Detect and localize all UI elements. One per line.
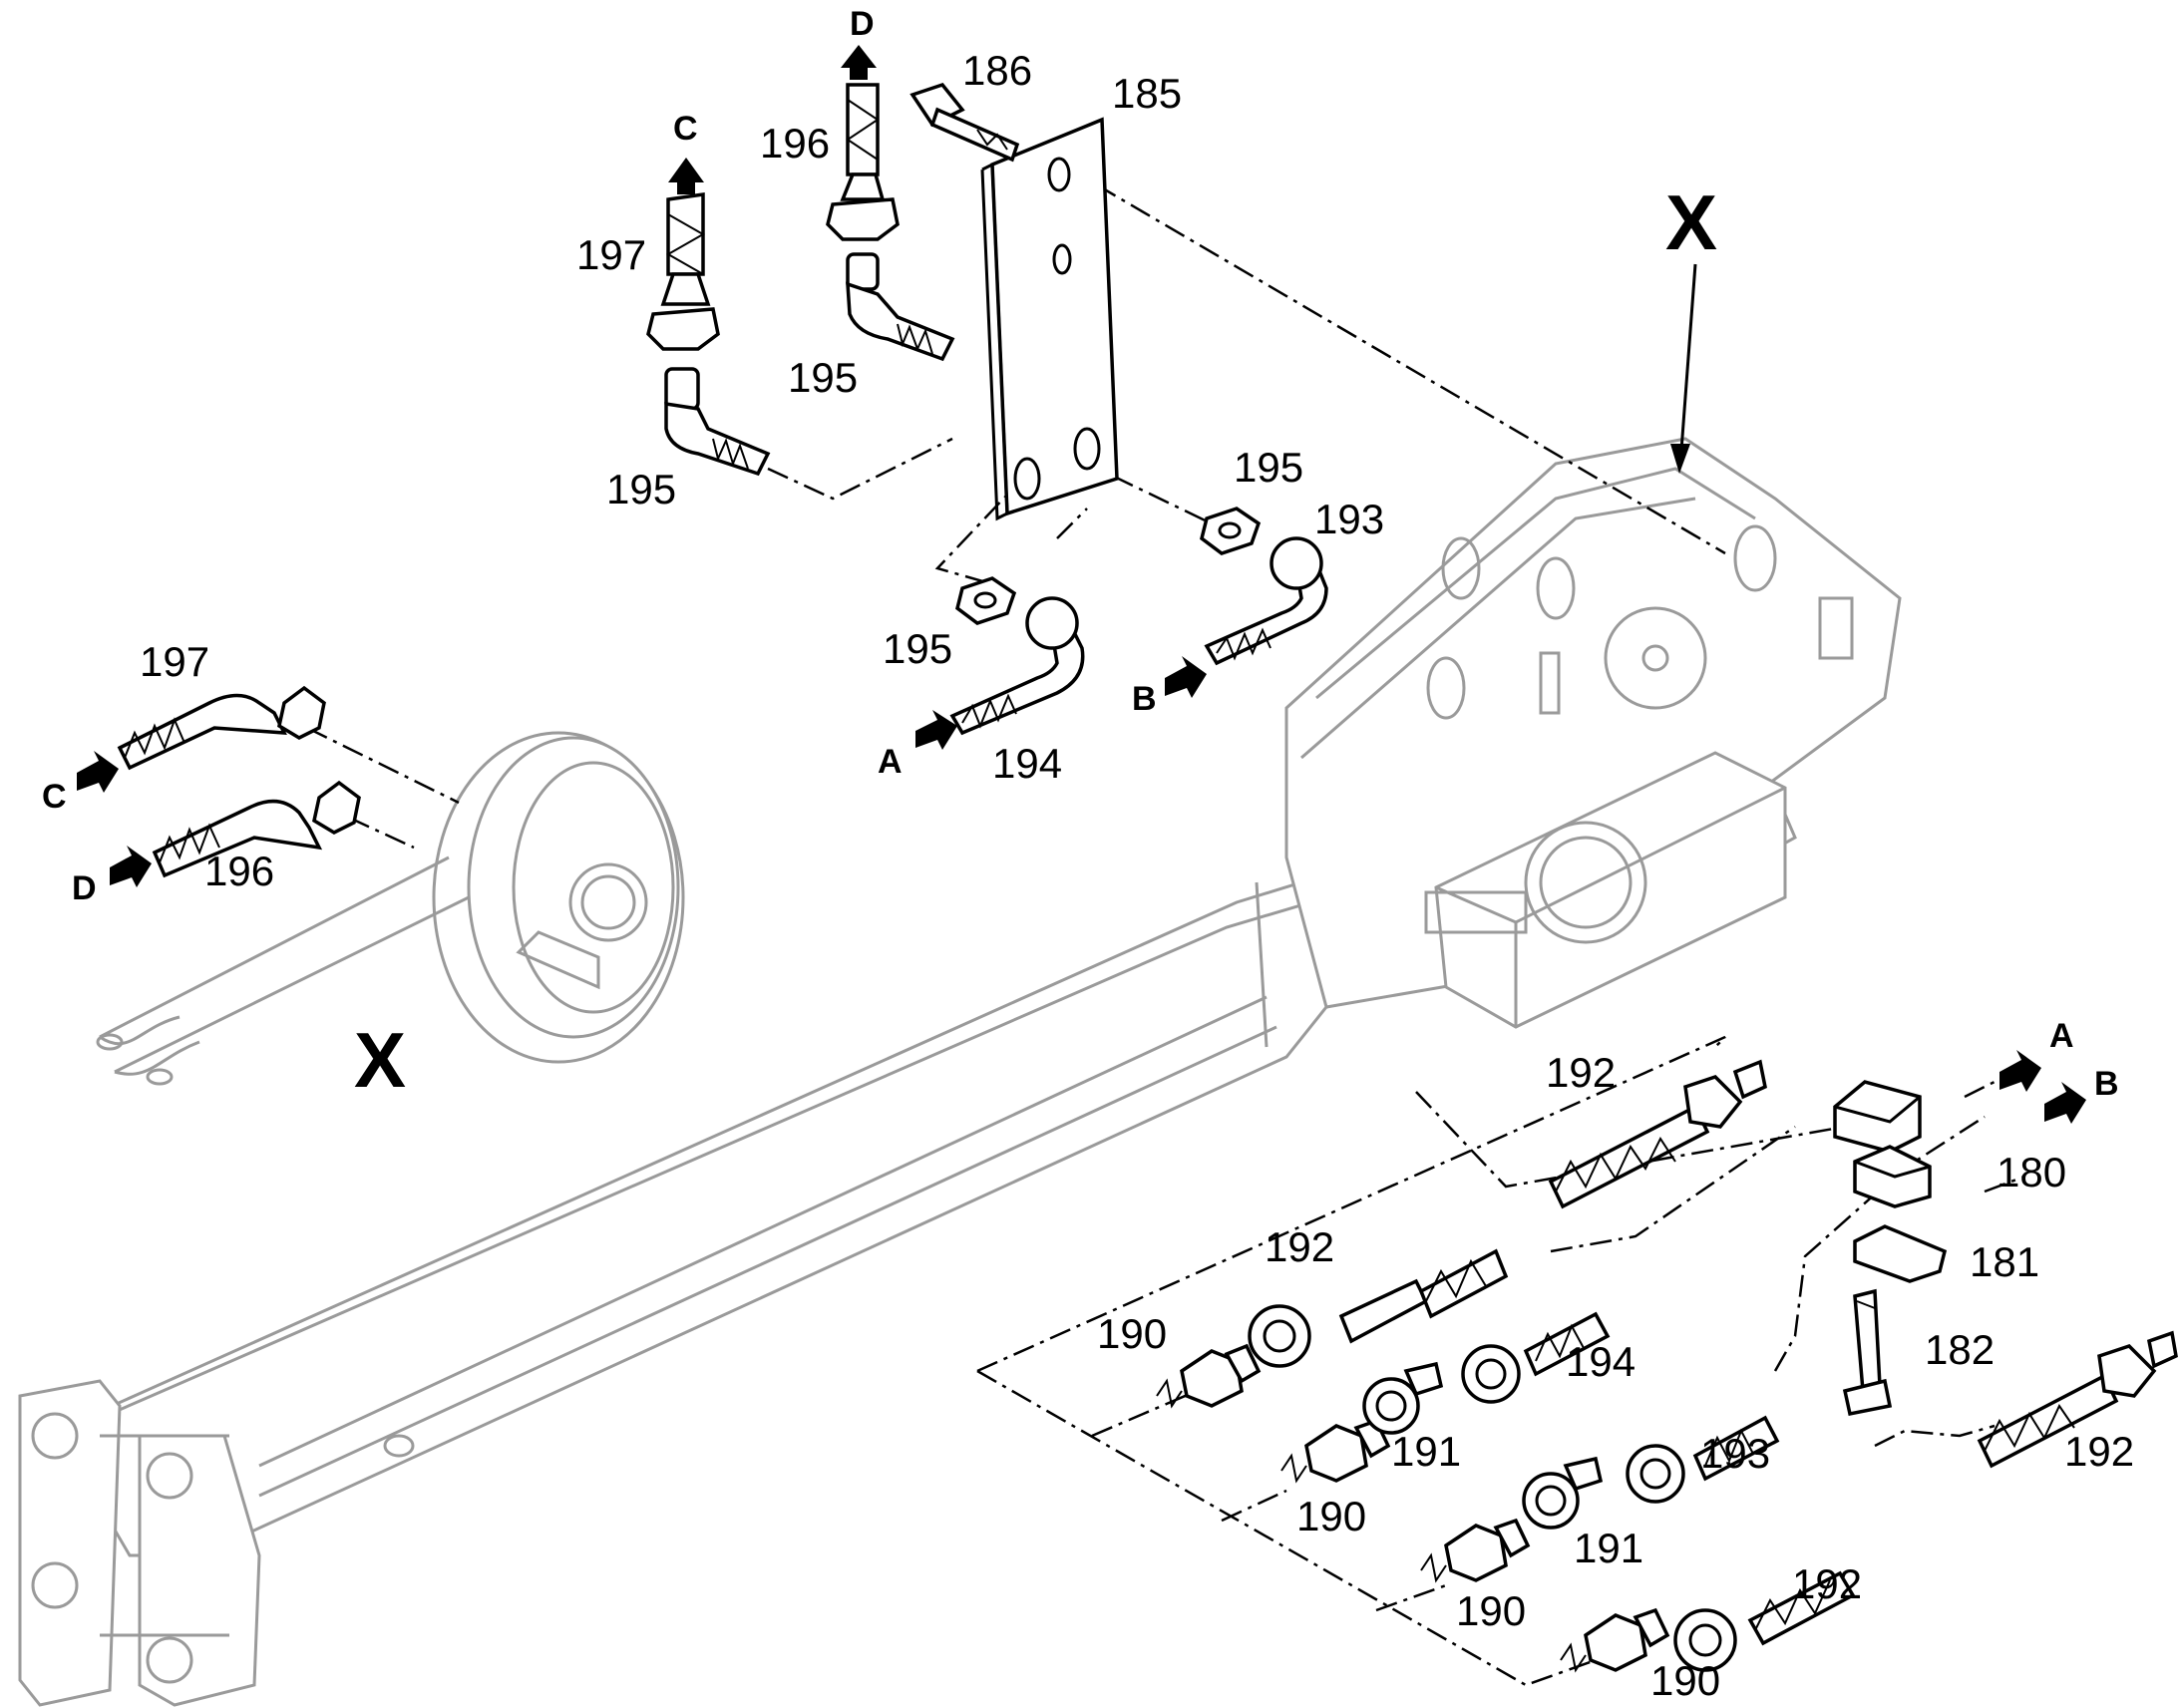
fitting-190-b [1280, 1418, 1391, 1484]
letter-c-top: C [673, 110, 698, 148]
hose-193-lower [1626, 1415, 1780, 1504]
top-hose-197 [646, 191, 720, 351]
callout-194-bot: 194 [1566, 1338, 1635, 1385]
elbow-195-top [846, 252, 955, 362]
callout-190-b: 190 [1296, 1493, 1366, 1539]
callout-182: 182 [1925, 1326, 1995, 1373]
letter-d-top: D [850, 5, 875, 43]
plate-181 [1853, 1224, 1948, 1283]
hose-194-lower [1461, 1311, 1611, 1404]
letter-c-left: C [42, 778, 67, 816]
letter-a-right: A [2049, 1017, 2074, 1055]
top-hose-196 [826, 83, 900, 241]
bolt-186 [909, 82, 1020, 163]
letter-b-right: B [2094, 1065, 2119, 1103]
callout-193-top: 193 [1314, 496, 1384, 542]
pulley-detail [96, 731, 685, 1086]
letter-b-mid: B [1132, 680, 1157, 718]
fitting-191-b [1522, 1456, 1604, 1530]
clamp-180 [1833, 1080, 1932, 1208]
nut-195-right [1200, 507, 1262, 555]
callout-196-top: 196 [760, 120, 830, 167]
hose-197-left [117, 685, 326, 771]
hose-192-right [1977, 1330, 2178, 1469]
callout-195-mid: 195 [883, 625, 952, 672]
hose-194-mid [949, 596, 1085, 736]
hose-192-lower [1673, 1570, 1856, 1672]
nut-195-mid [955, 576, 1017, 625]
view-label-x-pulley: X [354, 1016, 406, 1104]
callout-195-right: 195 [1234, 444, 1303, 491]
boom-frame [18, 437, 1902, 1707]
bracket-plate-185 [980, 117, 1119, 521]
callout-193-bot: 193 [1700, 1430, 1770, 1477]
callout-190-c: 190 [1456, 1587, 1526, 1634]
callout-192-a: 192 [1546, 1049, 1616, 1096]
connection-arrows [77, 45, 2086, 1124]
callout-186: 186 [962, 47, 1032, 94]
bolt-182 [1842, 1288, 1893, 1417]
callout-181: 181 [1970, 1238, 2039, 1285]
callout-191-a: 191 [1391, 1428, 1461, 1475]
callout-197-left: 197 [140, 638, 209, 685]
fitting-191-a [1362, 1361, 1444, 1435]
callout-190-d: 190 [1650, 1657, 1720, 1704]
callout-194-top: 194 [992, 740, 1062, 787]
callout-192-c: 192 [2064, 1428, 2134, 1475]
elbow-195-left [664, 367, 771, 477]
fitting-190-c [1420, 1518, 1531, 1583]
callout-185: 185 [1112, 70, 1182, 117]
callout-191-b: 191 [1574, 1525, 1643, 1571]
view-label-x-top: X [1665, 178, 1717, 266]
fitting-190-d [1560, 1607, 1670, 1673]
callout-190-a: 190 [1097, 1310, 1167, 1357]
letter-a-mid: A [878, 743, 903, 781]
hose-196-left [152, 780, 361, 878]
callout-197-top: 197 [576, 231, 646, 278]
callout-192-d: 192 [1792, 1560, 1862, 1607]
x-pointer-arrow [1670, 444, 1690, 474]
hose-192-upper [1548, 1059, 1767, 1209]
hose-193-mid [1204, 536, 1328, 666]
callout-195-top: 195 [788, 354, 858, 401]
hose-192-middle [1248, 1248, 1509, 1368]
callout-196-left: 196 [204, 848, 274, 894]
letter-d-left: D [72, 869, 97, 907]
leader-lines [306, 163, 2025, 1687]
callout-180: 180 [1997, 1149, 2066, 1196]
callout-192-b: 192 [1265, 1223, 1334, 1270]
callout-195-left: 195 [606, 466, 676, 512]
x-pointer-line [1678, 263, 1697, 465]
fitting-190-a [1156, 1343, 1262, 1409]
